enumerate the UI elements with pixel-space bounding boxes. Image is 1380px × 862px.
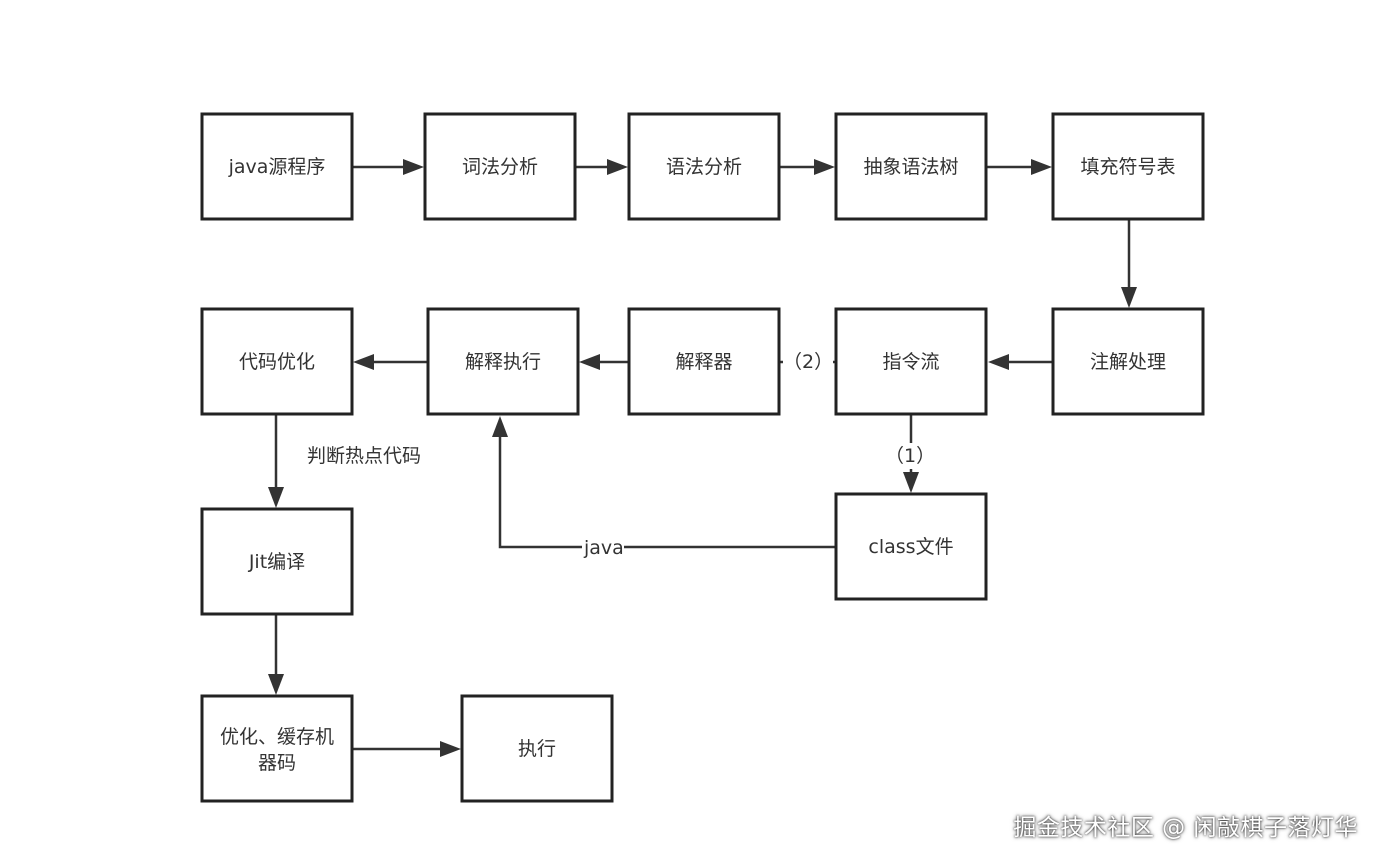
label-java: java xyxy=(583,537,624,559)
node-label: 解释执行 xyxy=(465,351,541,373)
arrowhead xyxy=(353,354,374,370)
node-label-line1: 优化、缓存机 xyxy=(220,726,334,748)
label-background xyxy=(783,349,833,375)
edge-class-to-interpret-exec xyxy=(498,436,836,549)
nodes: java源程序 词法分析 语法分析 抽象语法树 填充符号表 注解处理 指令流 xyxy=(200,112,1205,803)
label-background xyxy=(885,443,937,469)
node-box xyxy=(834,307,988,416)
node-box xyxy=(200,112,354,221)
label-two: （2） xyxy=(783,351,833,373)
arrowhead xyxy=(579,354,600,370)
label-one: （1） xyxy=(885,445,935,467)
node-lexical: 词法分析 xyxy=(423,112,577,221)
node-box xyxy=(200,694,354,803)
node-label: 注解处理 xyxy=(1090,351,1166,373)
node-instruction-stream: 指令流 xyxy=(834,307,988,416)
node-box xyxy=(200,307,354,416)
label-hot-code: 判断热点代码 xyxy=(307,445,421,467)
arrowhead xyxy=(492,416,508,437)
node-label: 解释器 xyxy=(675,351,732,373)
node-box xyxy=(200,507,354,616)
node-box xyxy=(1051,112,1205,221)
label-background xyxy=(582,536,624,560)
node-label: 词法分析 xyxy=(462,156,538,178)
node-interpreter: 解释器 xyxy=(627,307,781,416)
node-symbol-table: 填充符号表 xyxy=(1051,112,1205,221)
node-label: class文件 xyxy=(868,536,953,558)
arrowhead xyxy=(1121,287,1137,308)
node-box xyxy=(834,112,988,221)
node-code-opt: 代码优化 xyxy=(200,307,354,416)
node-label: java源程序 xyxy=(228,156,326,178)
node-label: 抽象语法树 xyxy=(863,156,958,178)
node-ast: 抽象语法树 xyxy=(834,112,988,221)
arrowhead xyxy=(988,354,1009,370)
arrowhead xyxy=(903,472,919,493)
node-execute: 执行 xyxy=(460,694,614,803)
arrowhead xyxy=(268,487,284,508)
watermark: 掘金技术社区 @ 闲敲棋子落灯华 xyxy=(1013,815,1358,841)
node-opt-cache: 优化、缓存机 器码 xyxy=(200,694,354,803)
node-label: 指令流 xyxy=(882,351,939,373)
node-box xyxy=(834,492,988,601)
arrowhead xyxy=(607,159,628,175)
node-label: 代码优化 xyxy=(239,351,315,373)
node-box xyxy=(1051,307,1205,416)
arrowhead xyxy=(440,741,461,757)
node-box xyxy=(627,112,781,221)
node-annotation: 注解处理 xyxy=(1051,307,1205,416)
node-interpret-exec: 解释执行 xyxy=(426,307,580,416)
arrowhead xyxy=(268,674,284,695)
arrowhead xyxy=(814,159,835,175)
arrowhead xyxy=(403,159,424,175)
arrowhead xyxy=(1031,159,1052,175)
edge-labels: （2） （1） java 判断热点代码 xyxy=(307,349,937,560)
node-jit: Jit编译 xyxy=(200,507,354,616)
node-box xyxy=(423,112,577,221)
node-label: 填充符号表 xyxy=(1080,156,1175,178)
node-label: 执行 xyxy=(518,738,556,760)
node-class-file: class文件 xyxy=(834,492,988,601)
node-syntax: 语法分析 xyxy=(627,112,781,221)
node-label-line2: 器码 xyxy=(258,752,296,774)
node-box xyxy=(627,307,781,416)
node-label: 语法分析 xyxy=(666,156,742,178)
node-box xyxy=(426,307,580,416)
node-box xyxy=(460,694,614,803)
node-label: Jit编译 xyxy=(248,551,305,573)
node-java-source: java源程序 xyxy=(200,112,354,221)
